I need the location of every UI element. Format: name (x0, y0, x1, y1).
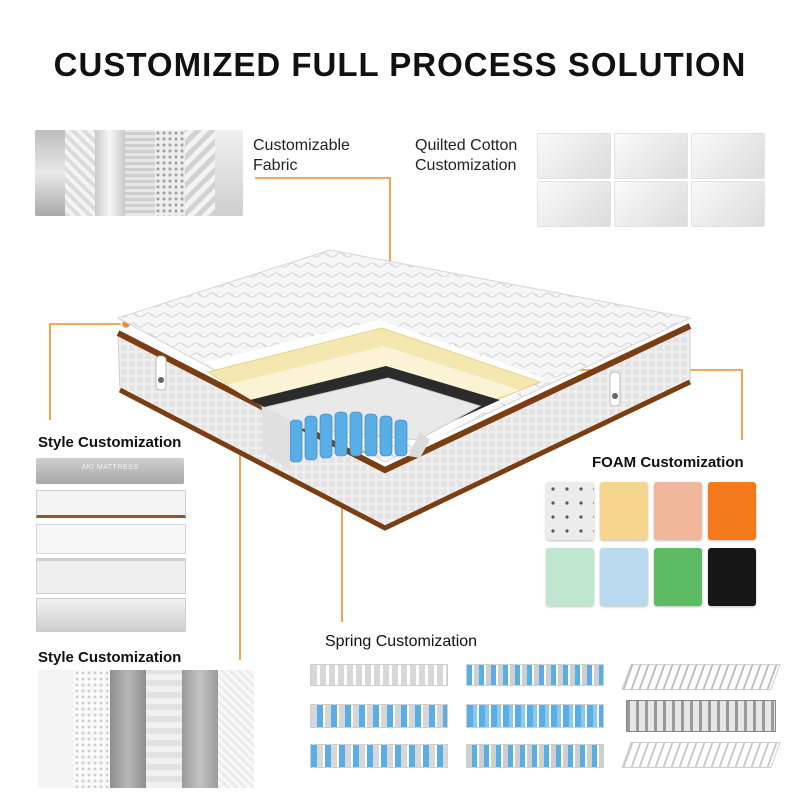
page-title: CUSTOMIZED FULL PROCESS SOLUTION (53, 46, 747, 83)
foam-customization-label: FOAM Customization (592, 454, 744, 471)
foam-swatch-8 (708, 548, 756, 606)
spring-units-image (310, 660, 781, 790)
style-customization-label-top: Style Customization (38, 434, 182, 451)
mattress-styles-stack: AKI MATTRESS (36, 458, 186, 638)
fabric-samples-image (35, 130, 243, 216)
foam-swatch-5 (546, 548, 594, 606)
foam-swatch-6 (600, 548, 648, 606)
quilted-cotton-label: Quilted Cotton Customization (415, 137, 518, 174)
foam-swatch-3 (654, 482, 702, 540)
foam-swatches-grid (546, 482, 756, 610)
foam-swatch-1 (546, 482, 594, 540)
spring-customization-label: Spring Customization (325, 633, 478, 650)
foam-swatch-7 (654, 548, 702, 606)
foam-swatch-2 (600, 482, 648, 540)
quilted-cotton-samples-grid (537, 133, 765, 227)
fabric-label: Customizable Fabric (253, 137, 350, 174)
side-fabric-samples-image (38, 670, 254, 788)
style-customization-label-bottom: Style Customization (38, 649, 182, 666)
mattress-brand-text: AKI MATTRESS (81, 464, 139, 471)
foam-swatch-4 (708, 482, 756, 540)
